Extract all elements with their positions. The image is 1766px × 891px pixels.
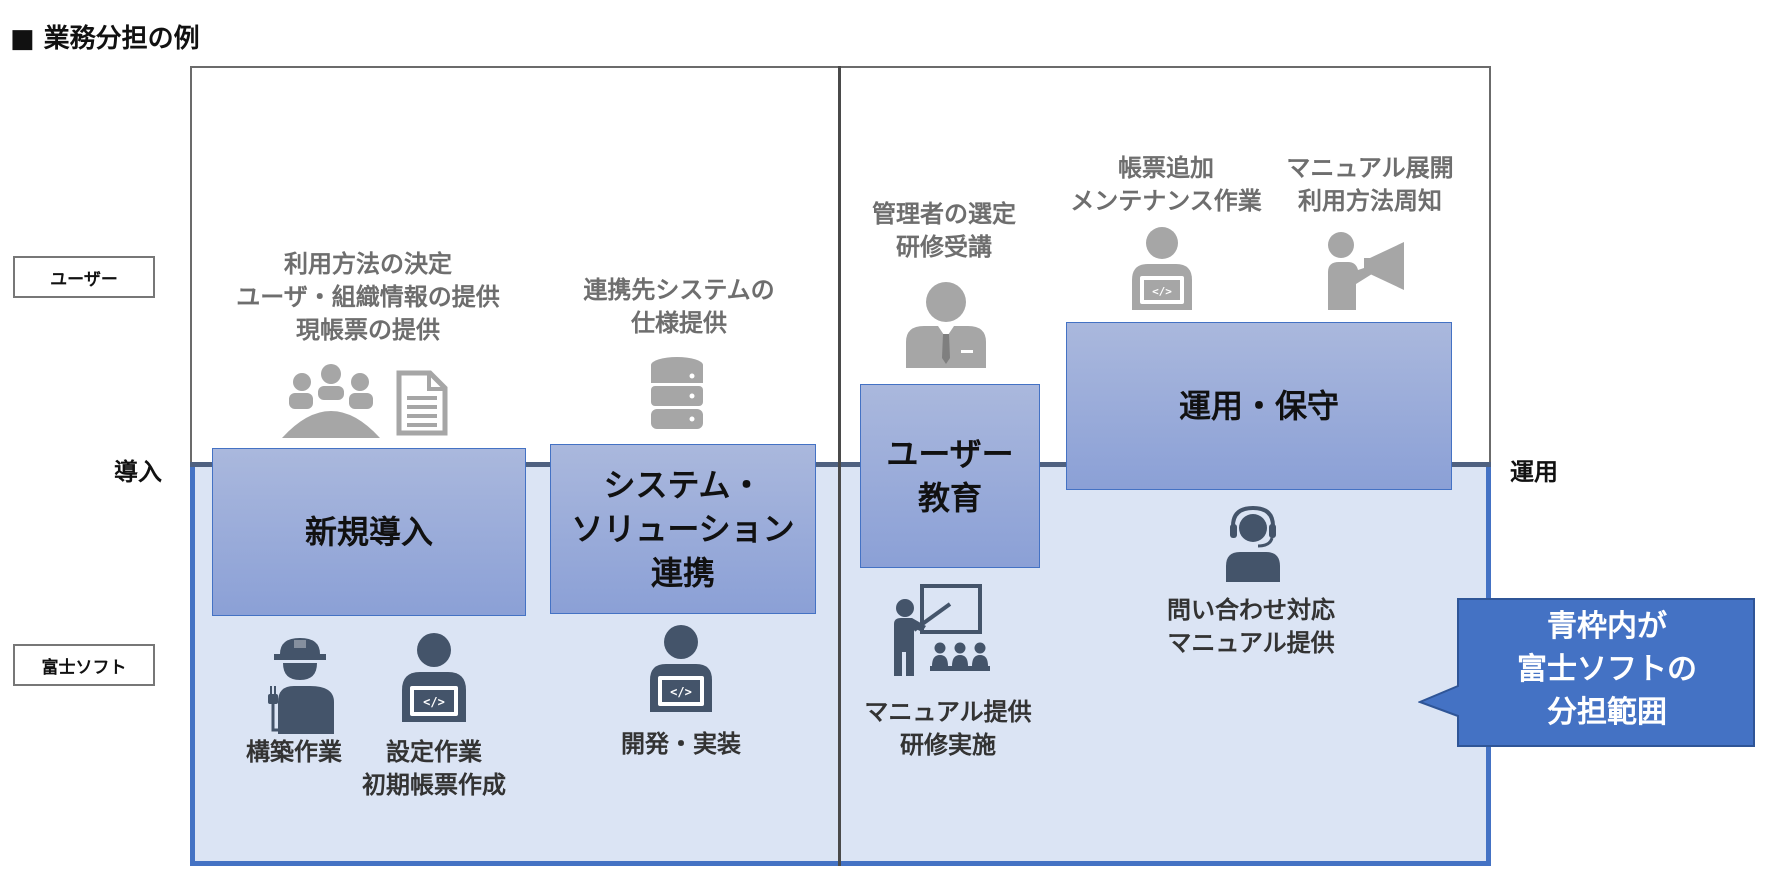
fujisoft-task-support: 問い合わせ対応 マニュアル提供	[1167, 596, 1335, 657]
user-task-usage-decision: 利用方法の決定 ユーザ・組織情報の提供 現帳票の提供	[236, 250, 500, 344]
fujisoft-task-training: マニュアル提供 研修実施	[864, 698, 1032, 759]
meeting-icon	[282, 364, 380, 438]
developer-icon: </>	[402, 633, 466, 722]
phase-system-integration: システム・ ソリューション 連携	[550, 444, 816, 614]
role-label-user: ユーザー	[13, 256, 155, 298]
document-icon	[396, 370, 448, 436]
construction-worker-icon	[268, 638, 334, 734]
svg-text:</>: </>	[423, 695, 445, 709]
phase-divider	[838, 66, 841, 866]
fujisoft-task-development: 開発・実装	[621, 730, 741, 758]
axis-label-intro: 導入	[114, 458, 162, 486]
training-presenter-icon	[894, 584, 990, 676]
fujisoft-task-setup: 設定作業 初期帳票作成	[362, 738, 506, 799]
businessman-icon	[906, 282, 986, 368]
fujisoft-task-build: 構築作業	[246, 738, 342, 766]
user-task-admin-selection: 管理者の選定 研修受講	[872, 200, 1016, 261]
callout-shape	[1418, 598, 1755, 747]
role-label-fujisoft: 富士ソフト	[13, 644, 155, 686]
phase-user-education: ユーザー 教育	[860, 384, 1040, 568]
developer-icon: </>	[1132, 227, 1192, 310]
phase-new-introduction: 新規導入	[212, 448, 526, 616]
user-task-form-maintenance: 帳票追加 メンテナンス作業	[1070, 154, 1262, 215]
phase-operation-maintenance: 運用・保守	[1066, 322, 1452, 490]
svg-text:</>: </>	[1152, 285, 1172, 298]
megaphone-icon	[1328, 232, 1404, 310]
support-headset-icon	[1226, 506, 1280, 582]
developer-icon: </>	[650, 625, 712, 712]
user-task-manual-rollout: マニュアル展開 利用方法周知	[1286, 154, 1454, 215]
axis-label-operation: 運用	[1510, 458, 1558, 486]
page-title: ■ 業務分担の例	[10, 24, 200, 54]
callout-text: 青枠内が 富士ソフトの 分担範囲	[1517, 609, 1697, 730]
svg-text:</>: </>	[670, 685, 692, 699]
user-task-spec-provision: 連携先システムの 仕様提供	[583, 276, 775, 337]
database-icon	[651, 357, 703, 429]
